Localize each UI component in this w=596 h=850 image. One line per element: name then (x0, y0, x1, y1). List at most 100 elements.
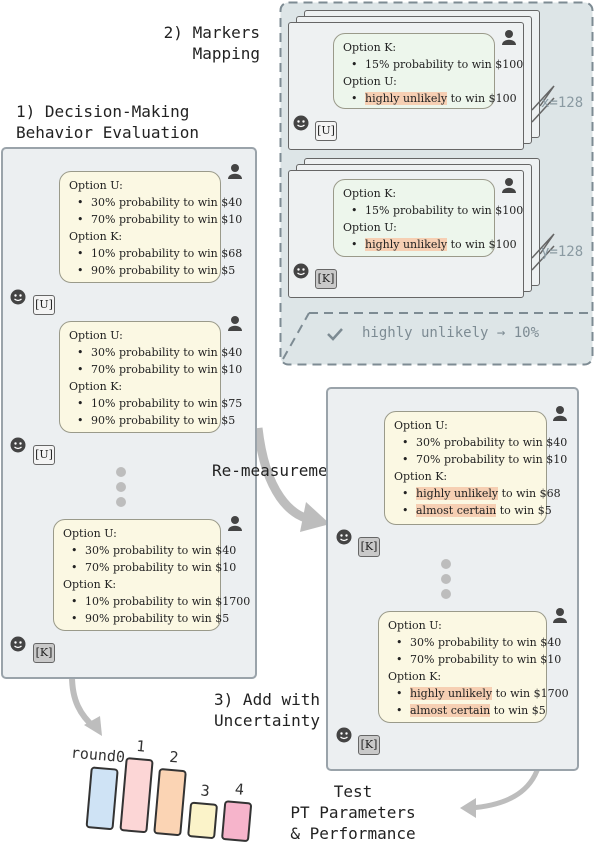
option-label: Option K: (69, 380, 123, 393)
option-item-rest: to win $68 (498, 487, 561, 500)
remeasure-arrowhead (300, 502, 330, 532)
option-item-rest: to win $100 (447, 92, 517, 105)
mapping-result: highly unlikely → 10% (362, 325, 540, 341)
add-uncertainty-title: 3) Add with Uncertainty (202, 689, 320, 731)
option-item-rest: to win $5 (490, 704, 546, 717)
bracket-y (531, 233, 555, 271)
option-item: 30% probability to win $40 (77, 344, 242, 361)
highlight-marker: highly unlikely (410, 687, 493, 700)
option-label: Option K: (394, 470, 448, 483)
ellipsis-dot (116, 497, 126, 507)
evaluation-bubble-1: Option U: 30% probability to win $40 70%… (59, 171, 242, 283)
option-item: highly unlikely to win $100 (351, 90, 517, 107)
option-item: 30% probability to win $40 (71, 542, 236, 559)
option-item: almost certain to win $5 (396, 702, 546, 719)
answer-tag: [K] (358, 735, 380, 755)
option-label: Option K: (388, 670, 442, 683)
option-item: 10% probability to win $75 (77, 395, 242, 412)
option-item: highly unlikely to win $68 (402, 485, 561, 502)
option-label: Option K: (343, 187, 397, 200)
option-item: 10% probability to win $1700 (71, 593, 250, 610)
option-label: Option U: (394, 419, 448, 432)
round-bar (85, 766, 119, 831)
option-item-rest: to win $5 (496, 504, 552, 517)
option-item-rest: to win $100 (447, 238, 517, 251)
evaluation-panel: Option U: 30% probability to win $40 70%… (1, 147, 257, 679)
user-icon (502, 178, 516, 193)
answer-tag: [U] (33, 445, 55, 465)
option-label: Option K: (69, 230, 123, 243)
option-item: highly unlikely to win $100 (351, 236, 517, 253)
robot-face-icon (336, 727, 352, 743)
robot-face-icon (293, 263, 309, 279)
user-icon (228, 516, 242, 531)
option-item: 70% probability to win $10 (402, 451, 567, 468)
decision-title-line1: 1) Decision-Making (16, 102, 190, 121)
option-label: Option U: (69, 329, 123, 342)
mapping-bubble-2: Option K: 15% probability to win $100 Op… (333, 179, 523, 257)
highlight-marker: almost certain (410, 704, 491, 717)
round-bar (187, 801, 218, 839)
option-item: highly unlikely to win $1700 (396, 685, 569, 702)
remeasure-bubble-1: Option U: 30% probability to win $40 70%… (384, 411, 567, 525)
round-label: 1 (136, 737, 147, 756)
option-item: 15% probability to win $100 (351, 202, 523, 219)
option-item: 70% probability to win $10 (77, 211, 242, 228)
round-label: 3 (200, 781, 211, 800)
option-item: 70% probability to win $10 (71, 559, 236, 576)
bracket-x (531, 85, 555, 123)
option-item: 90% probability to win $5 (77, 412, 235, 429)
option-label: Option U: (63, 527, 117, 540)
user-icon (228, 316, 242, 331)
round-bar (153, 768, 187, 836)
remeasure-panel: Option U: 30% probability to win $40 70%… (326, 387, 579, 771)
answer-tag: [U] (315, 121, 337, 141)
option-label: Option U: (343, 75, 397, 88)
decision-title-line2: Behavior Evaluation (16, 123, 200, 142)
remeasurement-label: Re-measurement (212, 461, 347, 480)
user-icon (502, 30, 516, 45)
user-icon (553, 608, 567, 623)
option-label: Option K: (343, 41, 397, 54)
ellipsis-dot (116, 482, 126, 492)
add-uncertainty-line1: 3) Add with (214, 690, 320, 709)
ellipsis-dot (441, 574, 451, 584)
mapping-card-1: Option K: 15% probability to win $100 Op… (288, 22, 524, 150)
robot-face-icon (10, 437, 26, 453)
check-icon (327, 328, 343, 341)
highlight-marker: highly unlikely (365, 92, 448, 105)
round-label: 4 (234, 780, 245, 799)
down-arrowhead (84, 716, 102, 736)
markers-mapping-title-line1: 2) Markers (163, 23, 260, 42)
option-item: 90% probability to win $5 (77, 262, 235, 279)
answer-tag: [U] (33, 295, 55, 315)
test-title: Test PT Parameters & Performance (268, 781, 438, 844)
variable-y-label: y=128 (541, 244, 584, 260)
round-bar (221, 800, 252, 842)
test-title-line2: PT Parameters (290, 803, 416, 822)
ellipsis-dot (116, 467, 126, 477)
answer-tag: [K] (315, 269, 337, 289)
test-arrowhead (460, 798, 476, 818)
option-label: Option K: (63, 578, 117, 591)
option-item: 15% probability to win $100 (351, 56, 523, 73)
option-label: Option U: (388, 619, 442, 632)
variable-x-label: x=128 (541, 95, 584, 111)
option-label: Option U: (69, 179, 123, 192)
robot-face-icon (293, 115, 309, 131)
option-item: 30% probability to win $40 (396, 634, 561, 651)
ellipsis-dot (441, 589, 451, 599)
mapping-bubble-1: Option K: 15% probability to win $100 Op… (333, 33, 523, 109)
option-item-rest: to win $1700 (492, 687, 569, 700)
mapping-card-2: Option K: 15% probability to win $100 Op… (288, 170, 524, 298)
option-item: 70% probability to win $10 (77, 361, 242, 378)
decision-title: 1) Decision-Making Behavior Evaluation (16, 101, 199, 143)
option-item: almost certain to win $5 (402, 502, 552, 519)
evaluation-bubble-3: Option U: 30% probability to win $40 70%… (53, 519, 250, 631)
markers-mapping-title-line2: Mapping (192, 44, 260, 63)
robot-face-icon (10, 636, 26, 652)
option-item: 30% probability to win $40 (77, 194, 242, 211)
ellipsis-dot (441, 559, 451, 569)
